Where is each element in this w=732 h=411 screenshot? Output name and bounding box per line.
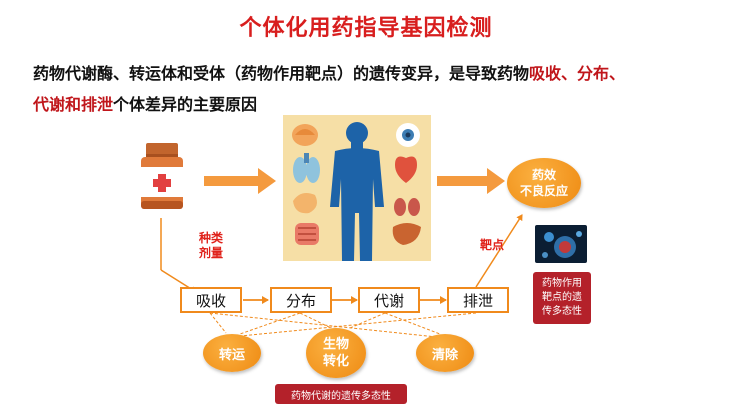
biotrans-line-2: 转化 — [322, 354, 349, 369]
mechanism-biotransformation: 生物 转化 — [306, 328, 366, 378]
intro-highlight-2: 代谢和排泄 — [33, 95, 114, 114]
outcome-line-2: 不良反应 — [519, 184, 568, 198]
metabolism-polymorphism-tag: 药物代谢的遗传多态性 — [275, 384, 407, 404]
label-type: 种类 — [198, 231, 223, 245]
mechanism-clearance: 清除 — [416, 334, 474, 372]
intro-highlight-1: 吸收、分布、 — [529, 64, 626, 83]
page-title: 个体化用药指导基因检测 — [239, 16, 493, 41]
biotrans-line-1: 生物 — [322, 337, 349, 352]
intro-text: 药物代谢酶、转运体和受体（药物作用靶点）的遗传变异，是导致药物吸收、分布、代谢和… — [33, 58, 723, 120]
target-polymorphism-tag: 药物作用 靶点的遗 传多态性 — [533, 272, 591, 324]
process-absorption: 吸收 — [180, 287, 242, 313]
intro-part-2: 个体差异的主要原因 — [113, 95, 258, 114]
target-label: 靶点 — [479, 238, 504, 252]
type-dose-label: 种类 剂量 — [196, 231, 226, 261]
target-tag-line-2: 靶点的遗 — [542, 292, 582, 303]
organ-panel — [283, 115, 431, 261]
organ-icons — [292, 123, 421, 245]
process-excretion: 排泄 — [447, 287, 509, 313]
mechanism-transport: 转运 — [203, 334, 261, 372]
big-arrow-right — [437, 168, 505, 194]
outcome-circle: 药效 不良反应 — [507, 158, 581, 208]
human-body-figure — [330, 122, 384, 261]
medicine-bottle-icon — [137, 143, 187, 211]
label-dose: 剂量 — [198, 246, 223, 260]
outcome-line-1: 药效 — [531, 168, 556, 182]
process-metabolism: 代谢 — [358, 287, 420, 313]
cell-image — [535, 225, 587, 263]
target-tag-line-1: 药物作用 — [542, 278, 582, 289]
target-tag-line-3: 传多态性 — [542, 306, 582, 317]
intro-part-1: 药物代谢酶、转运体和受体（药物作用靶点）的遗传变异，是导致药物 — [33, 64, 530, 83]
process-distribution: 分布 — [270, 287, 332, 313]
big-arrow-left — [204, 168, 276, 194]
